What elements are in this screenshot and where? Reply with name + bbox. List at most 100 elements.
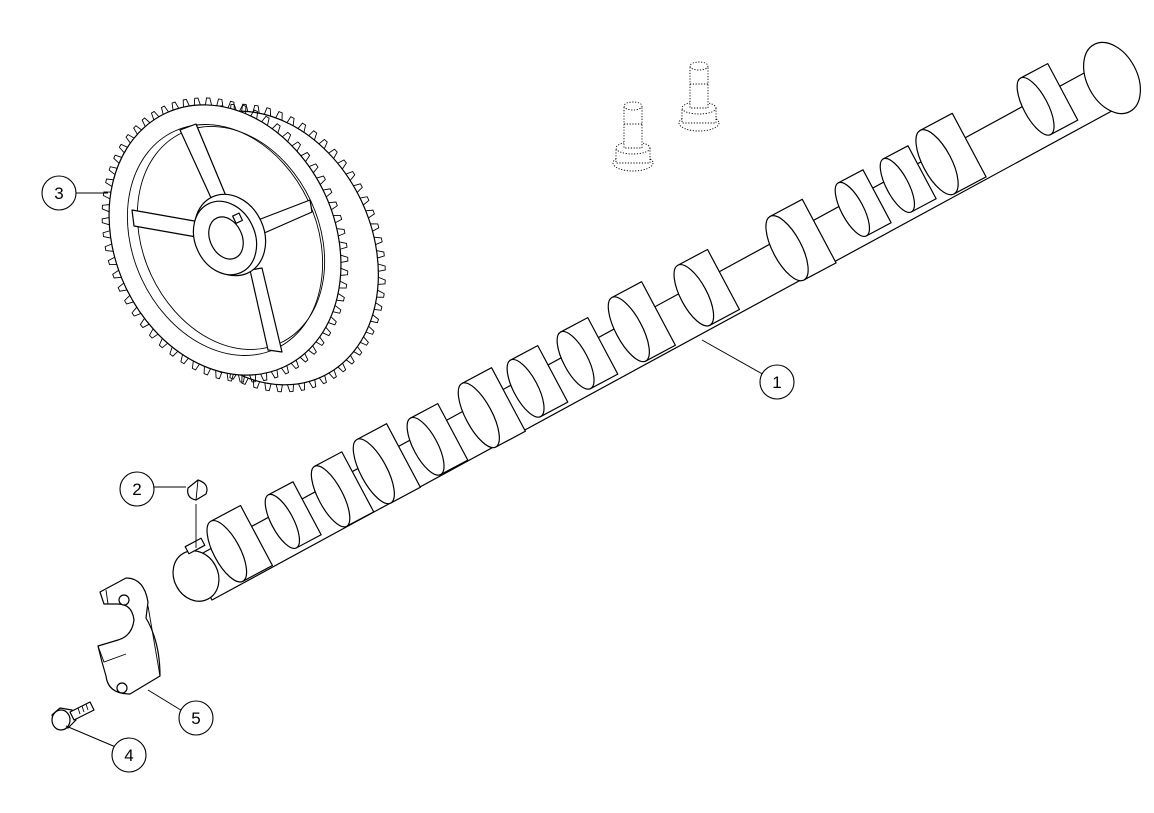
camshaft-lobe-face	[264, 493, 301, 549]
gear-tooth	[286, 116, 295, 126]
gear-tooth	[139, 318, 150, 329]
gear-tooth	[113, 154, 122, 164]
gear-tooth	[300, 151, 311, 162]
gear-tooth	[308, 130, 318, 141]
gear-tooth	[322, 326, 332, 337]
callout-5: 5	[178, 700, 214, 736]
gear-tooth	[261, 115, 270, 126]
gear-tooth	[340, 254, 349, 263]
camshaft-lobe-face	[1016, 76, 1055, 136]
gear-tooth	[365, 325, 375, 335]
gear-tooth	[299, 353, 309, 363]
gear-tooth	[297, 122, 307, 133]
callout-5-label: 5	[191, 709, 200, 728]
gear-tooth	[252, 104, 260, 114]
gear-tooth	[180, 354, 189, 365]
gear-tooth	[336, 228, 346, 237]
gear-tooth	[336, 293, 345, 302]
gear-tooth	[308, 345, 317, 355]
gear-tooth	[333, 215, 343, 224]
camshaft-lobe-face	[673, 264, 715, 327]
gear-tooth	[239, 104, 247, 114]
gear-tooth	[376, 289, 385, 298]
bolt-small	[51, 701, 95, 731]
gear-tooth	[370, 314, 380, 324]
bolt-top-right	[678, 61, 720, 132]
gear-tooth	[359, 196, 370, 206]
gear-tooth	[340, 267, 349, 276]
callout-1-label: 1	[772, 373, 781, 392]
gear-tooth	[107, 256, 117, 265]
gear-tooth	[373, 236, 383, 245]
gear-tooth	[112, 269, 122, 279]
gear-tooth	[148, 328, 159, 339]
gear-tooth	[101, 217, 110, 226]
camshaft-lobe-face	[834, 181, 871, 237]
gear-tooth	[376, 250, 385, 259]
gear-tooth	[191, 360, 200, 371]
gear-tooth	[332, 305, 342, 314]
gear-tooth	[263, 107, 272, 117]
gear-tooth	[291, 141, 302, 152]
callout-2: 2	[119, 471, 155, 507]
gear-tooth	[158, 338, 168, 349]
gear-tooth	[365, 209, 375, 219]
camshaft-lobe-face	[352, 438, 395, 505]
gear-tooth	[377, 263, 386, 272]
gear-tooth	[250, 109, 259, 120]
gear-tooth	[104, 243, 114, 252]
gear-tooth	[318, 375, 327, 385]
callout-2-label: 2	[132, 480, 141, 499]
camshaft-lobes	[206, 63, 1079, 583]
gear-tooth	[117, 282, 128, 292]
gear-tooth	[160, 105, 169, 115]
gear-tooth	[328, 369, 337, 379]
gear-tooth	[141, 117, 151, 127]
camshaft-lobe-face	[879, 157, 916, 213]
bolt-top-left	[612, 101, 654, 172]
gear-tooth	[125, 133, 135, 144]
gear-tooth	[308, 379, 317, 389]
gear-tooth	[315, 336, 325, 347]
camshaft-lobe-face	[607, 296, 650, 363]
camshaft-lobe-face	[506, 358, 545, 418]
camshaft-lobe-face	[206, 520, 248, 583]
camshaft-lobe-face	[457, 382, 500, 449]
camshaft-lobe-face	[310, 465, 351, 528]
gear-tooth	[131, 306, 142, 317]
gear-tooth	[337, 159, 347, 170]
gear-tooth	[282, 131, 292, 142]
gear-tooth	[118, 143, 128, 154]
gear-tooth	[339, 280, 348, 289]
gear-tooth	[204, 97, 213, 106]
gear-tooth	[360, 336, 369, 346]
gear-tooth	[102, 191, 111, 200]
gear-tooth	[133, 125, 142, 135]
gear-tooth	[290, 359, 300, 370]
gear-tooth	[260, 372, 268, 382]
gear-tooth	[374, 302, 383, 311]
camshaft-lobe-face	[765, 215, 809, 282]
callout-1: 1	[759, 364, 795, 400]
camshaft-lobe-face	[406, 416, 445, 476]
gear-tooth	[108, 166, 118, 175]
bolt-pair-top	[612, 61, 720, 172]
gear-tooth	[370, 223, 380, 232]
gear-tooth	[203, 366, 211, 376]
gear-tooth	[322, 188, 333, 198]
gear-tooth	[102, 230, 111, 239]
gear-tooth	[215, 370, 223, 380]
gear-tooth	[264, 382, 272, 392]
gear-tooth	[353, 346, 363, 356]
gear-tooth	[345, 355, 355, 365]
gear-tooth	[169, 346, 179, 357]
camshaft-lobe-face	[915, 129, 959, 196]
gear-tooth	[275, 111, 283, 121]
gear-tooth	[227, 100, 235, 110]
gear-tooth	[249, 374, 257, 383]
callout-4: 4	[111, 737, 147, 773]
gear-tooth	[241, 375, 249, 385]
gear-tooth	[339, 241, 348, 250]
thrust-plate	[97, 577, 161, 695]
timing-gear	[101, 97, 386, 393]
